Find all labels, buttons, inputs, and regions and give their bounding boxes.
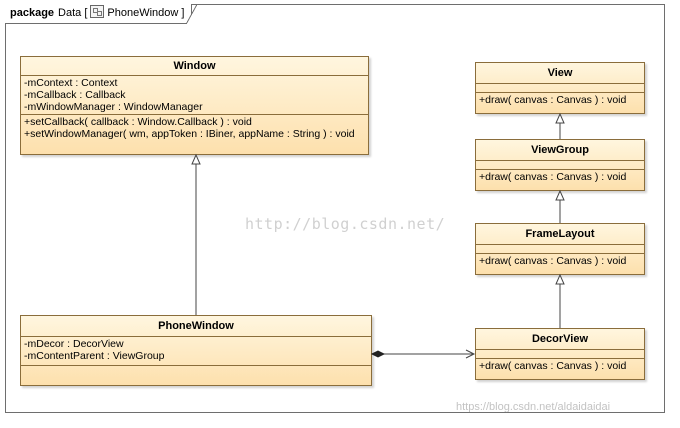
class-view-group[interactable]: ViewGroup +draw( canvas : Canvas ) : voi… xyxy=(475,139,645,191)
operations-compartment: +draw( canvas : Canvas ) : void xyxy=(476,170,644,184)
attribute: -mWindowManager : WindowManager xyxy=(24,101,203,113)
navigability-arrowhead xyxy=(465,349,476,359)
generalization-arrowhead xyxy=(191,153,201,165)
class-frame-layout[interactable]: FrameLayout +draw( canvas : Canvas ) : v… xyxy=(475,223,645,275)
package-name-prefix: Data [ xyxy=(58,7,88,19)
generalization-arrowhead xyxy=(555,273,565,285)
attribute: -mContentParent : ViewGroup xyxy=(24,350,165,362)
generalization-arrowhead xyxy=(555,112,565,124)
operation: +setWindowManager( wm, appToken : IBiner… xyxy=(24,128,355,140)
diagram-name: PhoneWindow xyxy=(107,7,179,19)
operation: +draw( canvas : Canvas ) : void xyxy=(479,255,627,267)
class-name: ViewGroup xyxy=(476,140,644,161)
attribute: -mDecor : DecorView xyxy=(24,338,124,350)
operation: +setCallback( callback : Window.Callback… xyxy=(24,116,252,128)
attribute: -mContext : Context xyxy=(24,77,118,89)
generalization-arrowhead xyxy=(555,189,565,201)
attributes-compartment: -mDecor : DecorView -mContentParent : Vi… xyxy=(21,337,371,366)
package-keyword: package xyxy=(10,7,55,19)
class-phone-window[interactable]: PhoneWindow -mDecor : DecorView -mConten… xyxy=(20,315,372,386)
operations-compartment: +draw( canvas : Canvas ) : void xyxy=(476,254,644,268)
attributes-compartment xyxy=(476,84,644,93)
attributes-compartment xyxy=(476,350,644,359)
class-window[interactable]: Window -mContext : Context -mCallback : … xyxy=(20,56,369,155)
composition-diamond xyxy=(370,350,386,358)
class-name: View xyxy=(476,63,644,84)
operations-compartment: +setCallback( callback : Window.Callback… xyxy=(21,115,368,141)
package-name-suffix: ] xyxy=(181,7,185,19)
package-frame xyxy=(5,4,665,413)
operation: +draw( canvas : Canvas ) : void xyxy=(479,171,627,183)
class-name: PhoneWindow xyxy=(21,316,371,337)
operation: +draw( canvas : Canvas ) : void xyxy=(479,94,627,106)
attribute: -mCallback : Callback xyxy=(24,89,126,101)
operation: +draw( canvas : Canvas ) : void xyxy=(479,360,627,372)
attributes-compartment xyxy=(476,245,644,254)
class-diagram-icon xyxy=(90,5,105,18)
operations-compartment: +draw( canvas : Canvas ) : void xyxy=(476,93,644,107)
corner-watermark: https://blog.csdn.net/aldaidaidai xyxy=(456,401,611,413)
package-tab-corner xyxy=(186,4,197,24)
center-watermark: http://blog.csdn.net/ xyxy=(245,215,446,233)
class-view[interactable]: View +draw( canvas : Canvas ) : void xyxy=(475,62,645,114)
attributes-compartment: -mContext : Context -mCallback : Callbac… xyxy=(21,76,368,115)
class-name: Window xyxy=(21,57,368,76)
operations-compartment: +draw( canvas : Canvas ) : void xyxy=(476,359,644,373)
attributes-compartment xyxy=(476,161,644,170)
class-name: DecorView xyxy=(476,329,644,350)
class-decor-view[interactable]: DecorView +draw( canvas : Canvas ) : voi… xyxy=(475,328,645,380)
class-name: FrameLayout xyxy=(476,224,644,245)
